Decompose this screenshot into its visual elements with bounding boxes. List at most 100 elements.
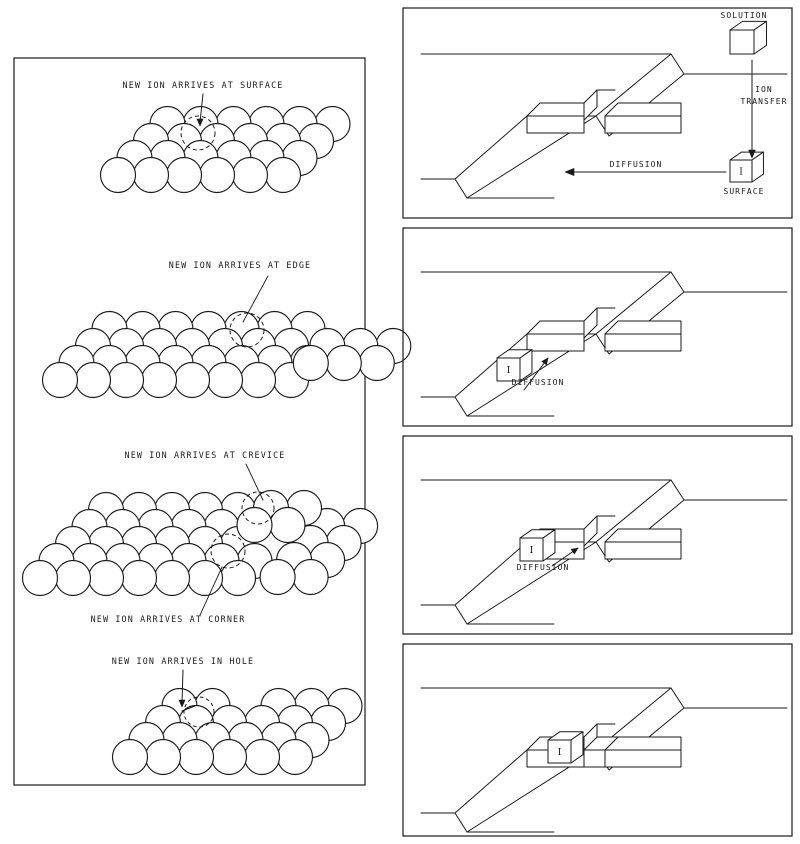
crevice-sphere	[219, 559, 257, 597]
ion-transfer-arrow-head	[748, 149, 756, 159]
hole-ion-arrowhead	[178, 699, 186, 708]
diffusion-label: DIFFUSION	[512, 378, 565, 387]
panel-3-adatom-at-step-ledge-right-top	[604, 528, 682, 543]
edge-ledge-sphere	[292, 344, 329, 382]
surface-sphere	[99, 156, 137, 194]
crevice-ledge-sphere	[259, 558, 296, 596]
edge-ledge-sphere	[358, 344, 395, 382]
panel-2-adatom-on-terrace-ledge-right-front	[604, 333, 682, 352]
cluster-edge-label: NEW ION ARRIVES AT EDGE	[169, 260, 311, 270]
step-ion-cube-right-face	[542, 529, 556, 562]
panel-2-adatom-on-terrace-ledge-left-front	[526, 333, 585, 352]
hole-sphere	[177, 738, 215, 776]
crevice-wall-sphere	[269, 506, 306, 544]
panel-4-ion-in-kink-kink-filled-front	[583, 749, 606, 768]
hole-sphere	[243, 738, 281, 776]
crevice-sphere	[87, 559, 125, 597]
panel-1-solution-kink-riser	[583, 89, 598, 121]
ion-transfer-label-line2: TRANSFER	[741, 97, 788, 106]
panel-4-ion-in-kink-ledge-right-front	[604, 749, 682, 768]
cluster-surface-label: NEW ION ARRIVES AT SURFACE	[123, 80, 284, 90]
panel-1-solution-ledge-right-top	[604, 102, 682, 117]
cluster-hole: NEW ION ARRIVES IN HOLE	[111, 656, 363, 776]
panel-1-solution-ledge-left-front	[526, 115, 585, 134]
hole-sphere	[111, 738, 149, 776]
surface-sphere	[264, 156, 302, 194]
panel-1-solution-border	[402, 7, 793, 219]
crevice-sphere	[120, 559, 158, 597]
panel-3-adatom-at-step-ledge-right-front	[604, 541, 682, 560]
left-frame-border	[13, 57, 366, 786]
surface-sphere	[198, 156, 236, 194]
edge-sphere	[107, 361, 145, 399]
adatom-cube-right-face	[519, 349, 533, 382]
hole-sphere	[144, 738, 182, 776]
panel-1-solution: I SOLUTION ION TRANSFER DIFFUSION SURFACE	[402, 7, 793, 219]
cluster-corner-label: NEW ION ARRIVES AT CORNER	[91, 614, 246, 624]
crevice-leader	[245, 463, 264, 501]
surface-sphere	[132, 156, 170, 194]
panel-2-adatom-on-terrace-kink-riser	[583, 307, 598, 339]
surface-label: SURFACE	[723, 187, 764, 196]
step-ion-cube-ion-glyph: I	[530, 546, 534, 556]
edge-leader	[242, 275, 269, 323]
cluster-edge: NEW ION ARRIVES AT EDGE	[41, 260, 412, 399]
surface-sphere	[165, 156, 203, 194]
hole-ion-arrow2	[181, 705, 196, 712]
panel-2-adatom-on-terrace-ledge-right-top	[604, 320, 682, 335]
incoming-ion-ghost	[180, 115, 216, 151]
edge-sphere	[41, 361, 79, 399]
edge-sphere	[206, 361, 244, 399]
incoming-ion-arrowhead	[196, 118, 204, 127]
diffusion-arrow-head	[570, 547, 579, 555]
ion-transfer-label-line1: ION	[755, 85, 773, 94]
diffusion-label: DIFFUSION	[610, 160, 663, 169]
incoming-ion-arrow	[199, 93, 204, 123]
panel-3-adatom-at-step-border	[402, 435, 793, 635]
hole-sphere	[276, 738, 314, 776]
hole-ion-ghost	[183, 696, 215, 728]
incoming-ion-ghost	[229, 312, 265, 348]
edge-sphere	[74, 361, 112, 399]
surface-cube-ion-glyph: I	[739, 168, 743, 178]
crevice-sphere	[153, 559, 191, 597]
crevice-wall-sphere	[236, 506, 273, 544]
edge-sphere	[140, 361, 178, 399]
panel-2-adatom-on-terrace-border	[402, 227, 793, 427]
hard-sphere-models-frame: NEW ION ARRIVES AT SURFACE NEW ION ARRIVE…	[13, 57, 412, 786]
cluster-crevice-corner: NEW ION ARRIVES AT CREVICE NEW ION ARRIVE…	[21, 450, 379, 624]
step-sequence-panels: ISOLUTIONIONTRANSFERDIFFUSIONSURFACEIDIF…	[402, 7, 793, 837]
crevice-sphere	[54, 559, 92, 597]
corner-leader	[199, 566, 223, 616]
crevice-ledge-sphere	[292, 558, 329, 596]
cluster-hole-label: NEW ION ARRIVES IN HOLE	[112, 656, 254, 666]
solution-label: SOLUTION	[721, 11, 768, 20]
solution-cube-front-face	[729, 29, 755, 55]
cluster-surface: NEW ION ARRIVES AT SURFACE	[99, 80, 351, 194]
diffusion-arrow-head	[564, 168, 575, 176]
corner-ion-ghost	[210, 533, 246, 569]
solution-cube-right-face	[753, 20, 767, 55]
surface-sphere	[231, 156, 269, 194]
diffusion-arrow-head	[541, 357, 549, 366]
crevice-ion-ghost	[241, 491, 275, 525]
edge-ledge-sphere	[325, 344, 362, 382]
hole-sphere	[210, 738, 248, 776]
crevice-sphere	[21, 559, 59, 597]
hole-ion-arrow	[181, 669, 184, 704]
kink-ion-cube-ion-glyph: I	[558, 748, 562, 758]
edge-sphere	[173, 361, 211, 399]
panel-4-ion-in-kink-border	[402, 643, 793, 837]
panel-4-ion-in-kink: I	[402, 643, 793, 837]
panel-1-solution-ledge-right-front	[604, 115, 682, 134]
cluster-crevice-label: NEW ION ARRIVES AT CREVICE	[125, 450, 286, 460]
edge-sphere	[239, 361, 277, 399]
surface-cube-right-face	[751, 151, 764, 183]
kink-ion-cube-right-face	[570, 731, 584, 764]
panel-3-adatom-at-step-kink-riser	[583, 515, 598, 547]
adatom-cube-ion-glyph: I	[507, 366, 511, 376]
